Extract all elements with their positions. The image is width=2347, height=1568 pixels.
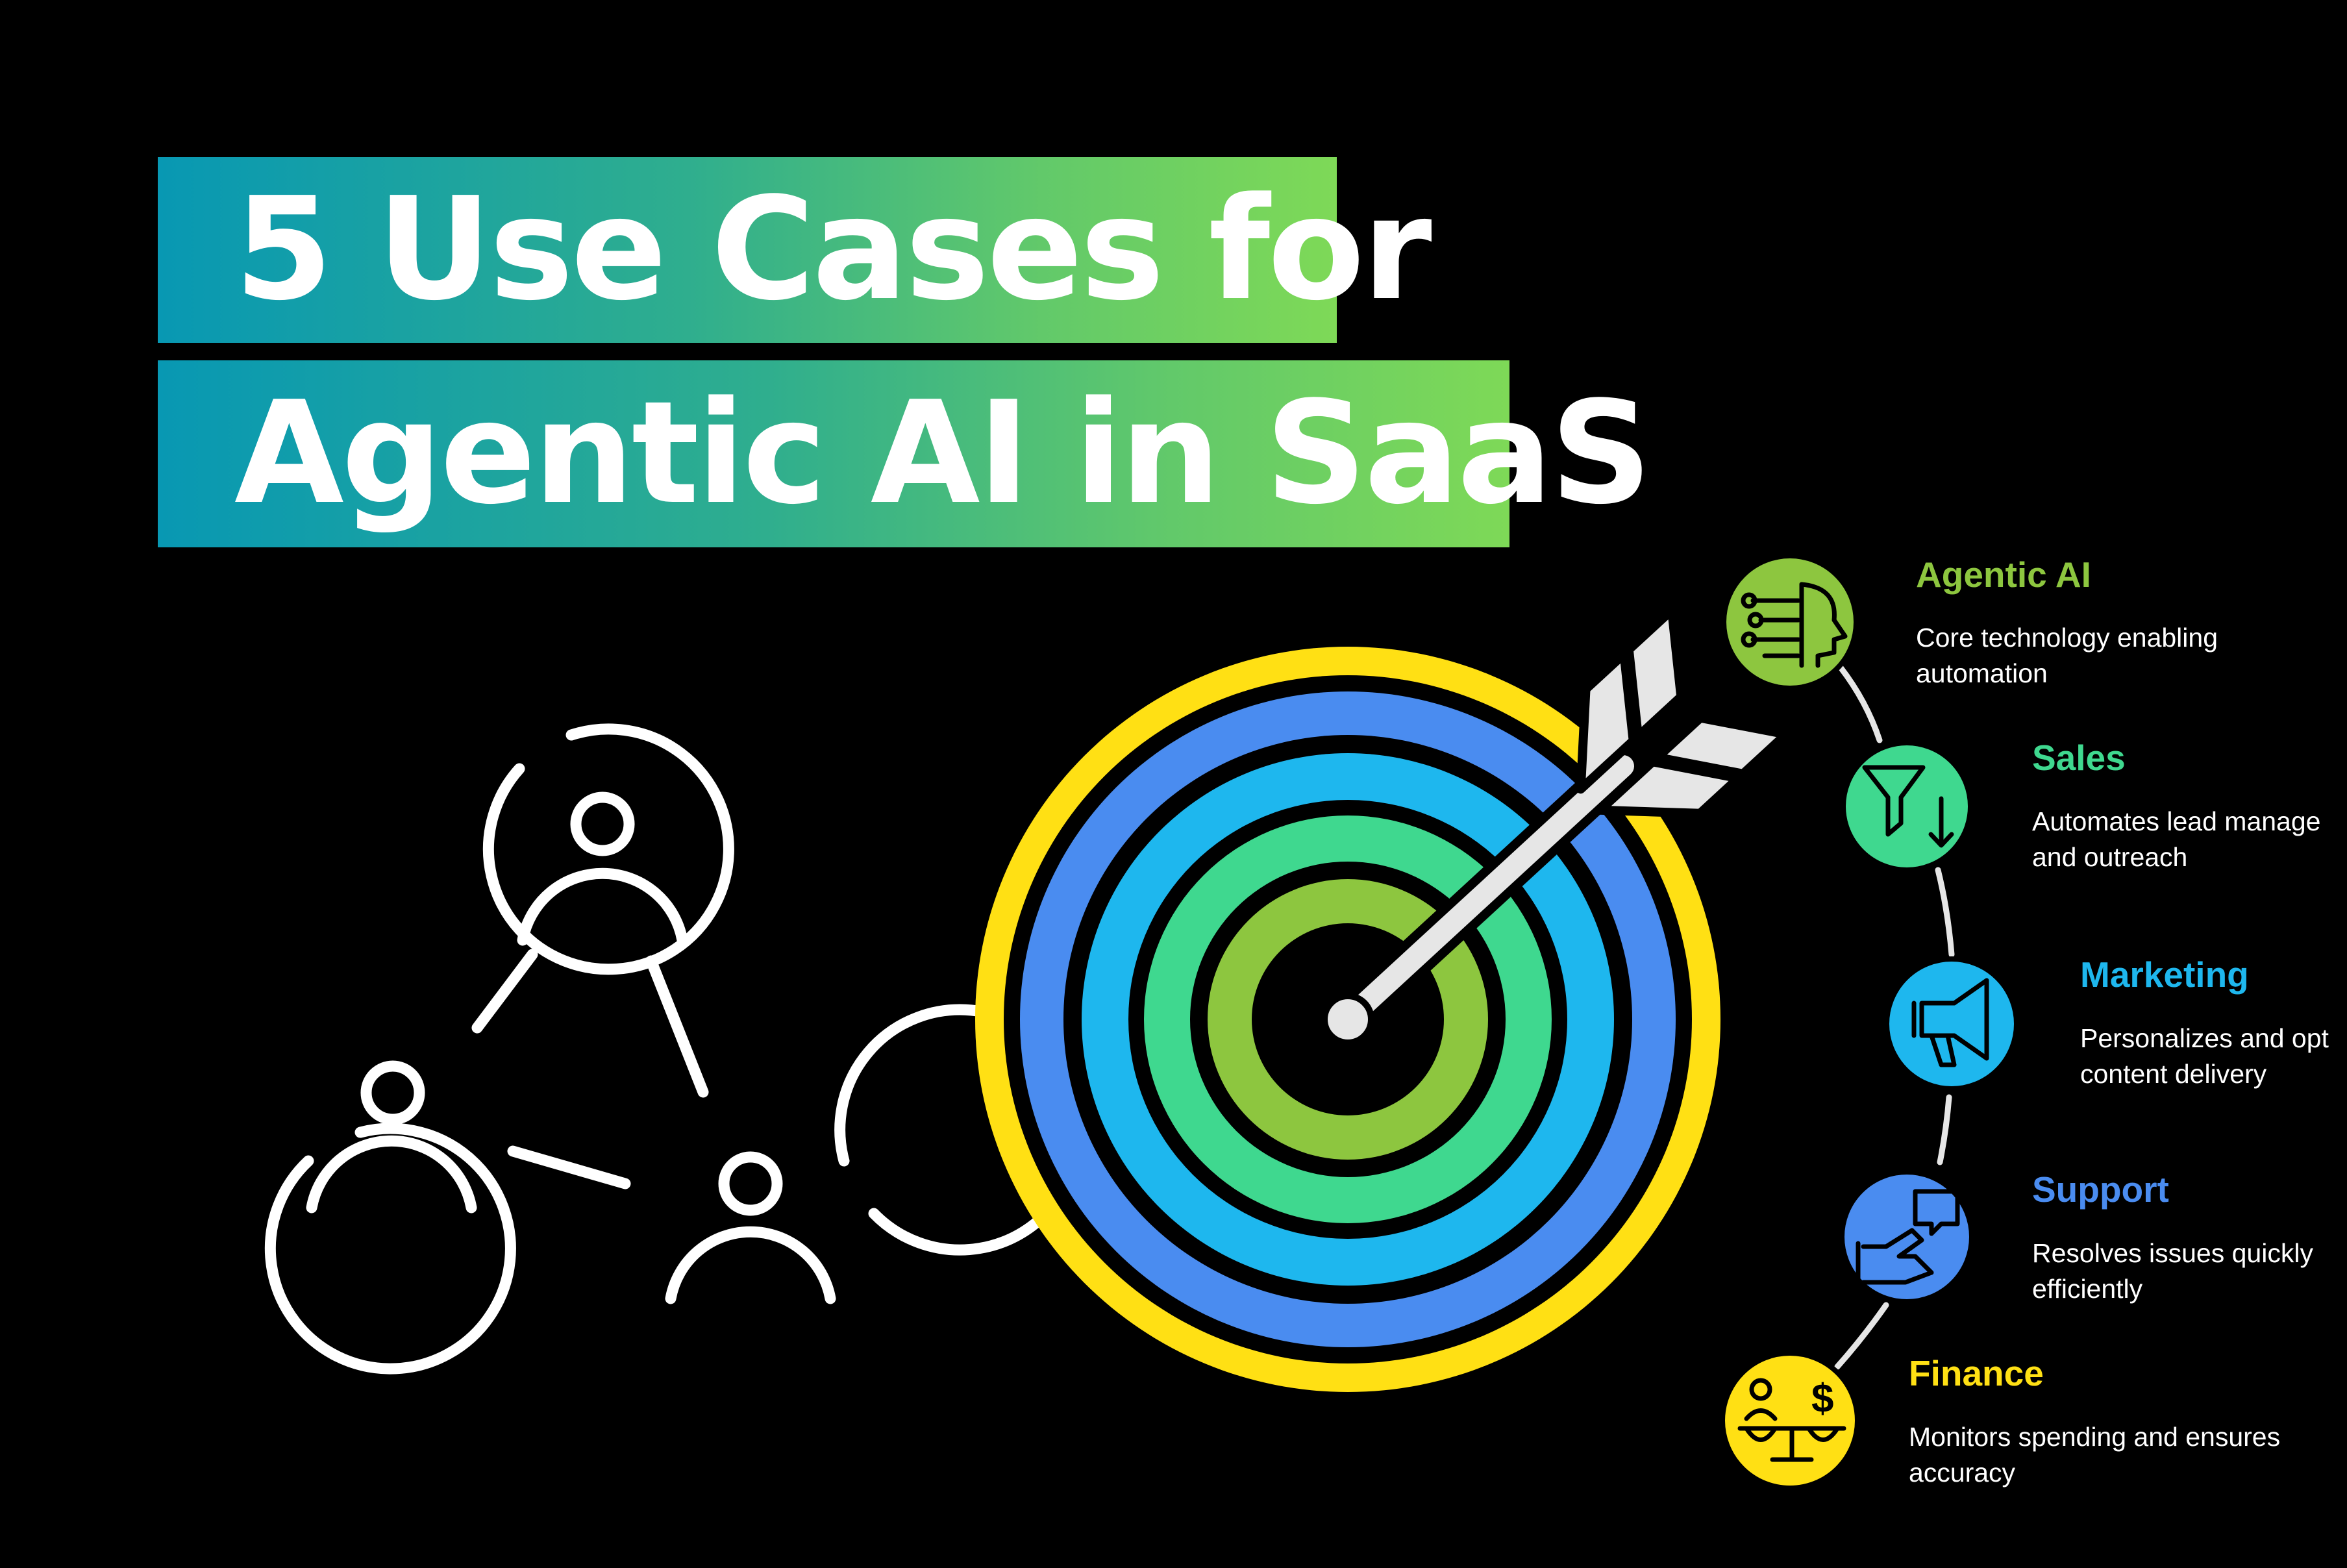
step-desc-support-1: Resolves issues quickly (2032, 1238, 2313, 1268)
step-desc-finance-1: Monitors spending and ensures (1909, 1422, 2281, 1452)
step-circle-support (1839, 1169, 1974, 1304)
step-title-marketing: Marketing (2080, 954, 2249, 995)
ai-head-icon (1741, 582, 1848, 668)
page-title-line2: Agentic AI in SaaS (234, 371, 1652, 536)
step-circle-marketing (1884, 956, 2019, 1091)
megaphone-icon (1911, 978, 1989, 1067)
step-desc-agentic-ai-2: automation (1916, 658, 2048, 688)
people-network-icon (264, 723, 1086, 1375)
step-title-sales: Sales (2032, 738, 2126, 778)
step-desc-sales-1: Automates lead manage (2032, 806, 2321, 836)
funnel-icon (1862, 765, 1954, 848)
step-desc-agentic-ai-1: Core technology enabling (1916, 623, 2218, 653)
target-arrow-icon (975, 605, 1791, 1392)
step-desc-marketing-1: Personalizes and opt (2080, 1023, 2329, 1053)
handshake-chat-icon (1856, 1189, 1960, 1288)
step-desc-marketing-2: content delivery (2080, 1059, 2267, 1089)
step-title-support: Support (2032, 1169, 2169, 1210)
step-circle-finance: $ (1720, 1350, 1860, 1491)
timeline-arc (1834, 664, 1955, 1370)
step-circle-agentic-ai (1721, 553, 1859, 691)
step-title-agentic-ai: Agentic AI (1916, 554, 2091, 595)
step-title-finance: Finance (1909, 1353, 2044, 1393)
step-desc-support-2: efficiently (2032, 1274, 2143, 1304)
svg-text:$: $ (1811, 1376, 1833, 1421)
page-title-line1: 5 Use Cases for (234, 168, 1432, 332)
step-desc-sales-2: and outreach (2032, 842, 2188, 872)
title-banner-line2: Agentic AI in SaaS (158, 360, 1652, 547)
title-banner-line1: 5 Use Cases for (158, 157, 1432, 343)
step-desc-finance-2: accuracy (1909, 1458, 2016, 1487)
balance-scale-icon: $ (1737, 1376, 1846, 1462)
step-circle-sales (1841, 740, 1973, 873)
